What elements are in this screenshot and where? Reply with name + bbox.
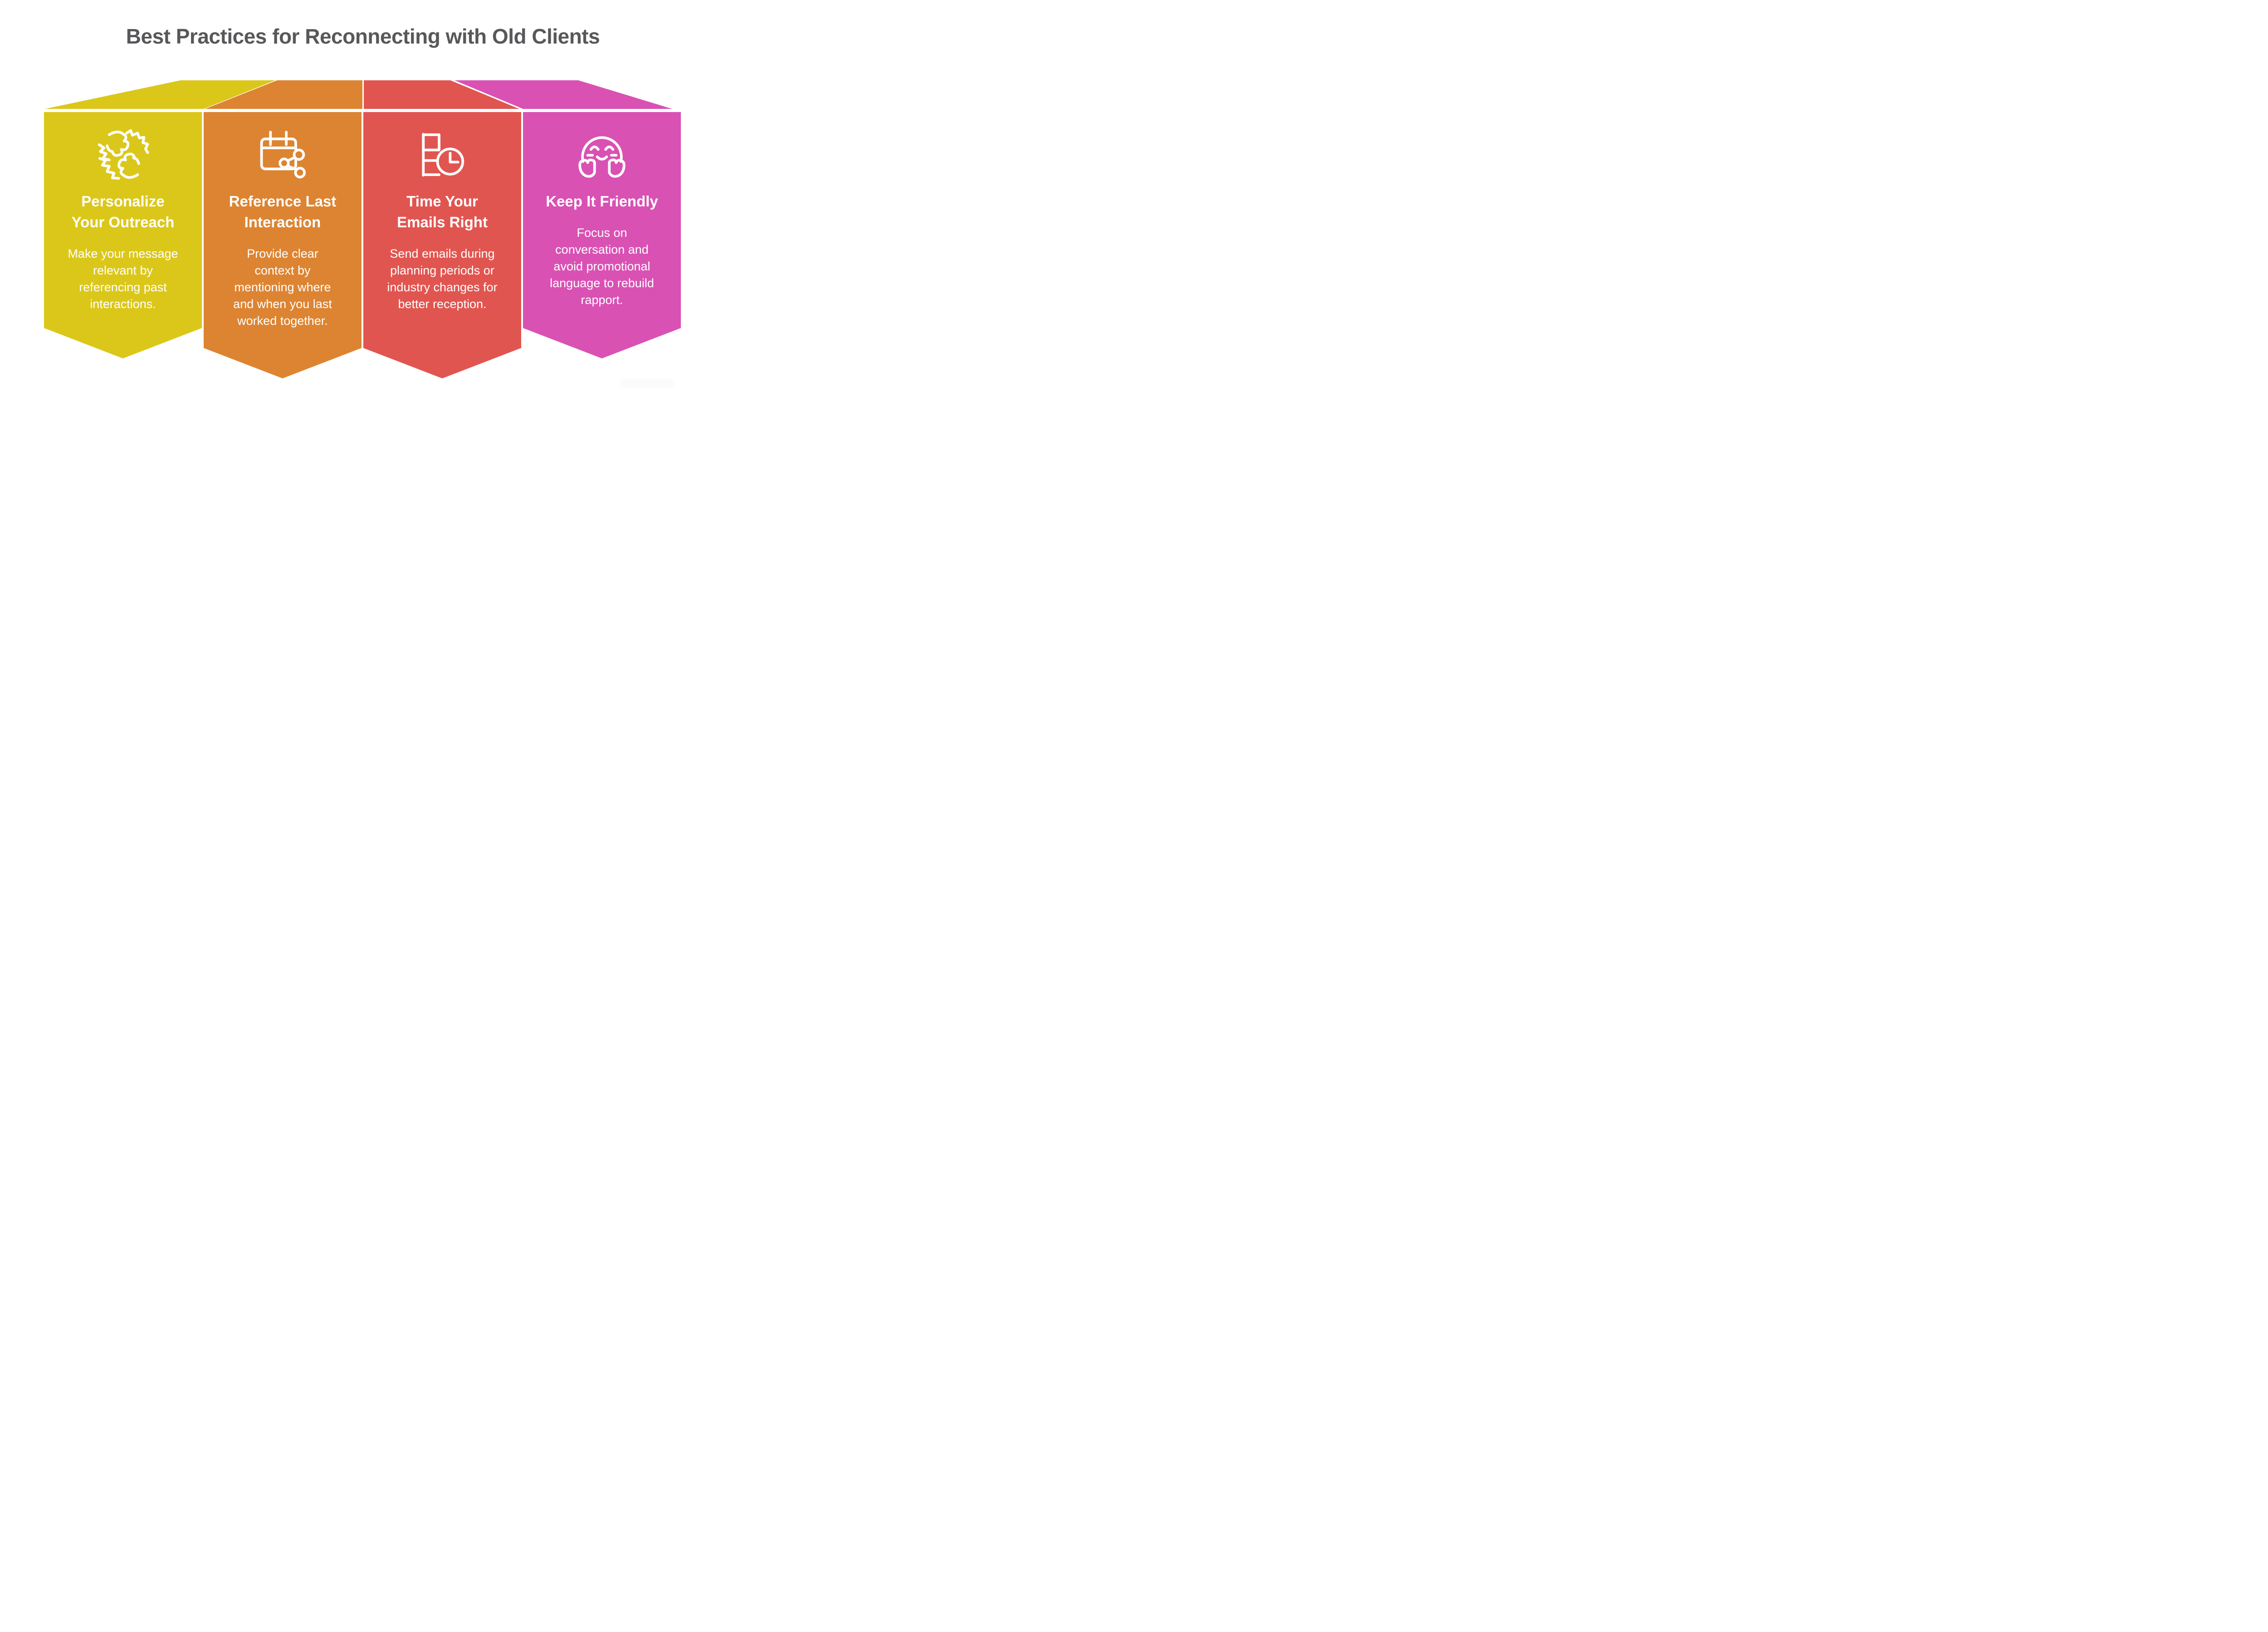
banner-body-line: worked together.	[237, 314, 328, 328]
banner-body-line: Send emails during	[390, 247, 495, 260]
banner-body-line: conversation and	[555, 243, 649, 256]
banner-body-line: referencing past	[79, 280, 167, 294]
banner-body-line: Provide clear	[247, 247, 318, 260]
hug-face-icon	[578, 136, 626, 178]
banner-title-line: Interaction	[244, 214, 321, 230]
banner-body-line: industry changes for	[387, 280, 498, 294]
watermark	[621, 379, 674, 388]
banner-body-line: rapport.	[581, 293, 623, 307]
banner-body: Provide clear context by mentioning wher…	[204, 245, 362, 329]
banner-body-line: mentioning where	[234, 280, 331, 294]
tasks-clock-icon	[422, 132, 464, 177]
banner-body-line: interactions.	[90, 297, 156, 311]
banner-body-line: relevant by	[93, 264, 153, 277]
banner-body-line: context by	[254, 264, 311, 277]
banner-time-your-emails-right: Time Your Emails Right Send emails durin…	[363, 112, 521, 378]
high-five-hands-icon	[98, 129, 149, 180]
banner-title-line: Time Your	[406, 193, 478, 210]
infographic-canvas: Best Practices for Reconnecting with Old…	[0, 0, 726, 408]
banner-title-line: Your Outreach	[71, 214, 175, 230]
ribbon-folds	[44, 80, 681, 109]
banner-keep-it-friendly: Keep It Friendly Focus on conversation a…	[523, 112, 681, 358]
banner-body: Focus on conversation and avoid promotio…	[523, 225, 681, 309]
banner-body: Send emails during planning periods or i…	[363, 245, 521, 313]
page-title: Best Practices for Reconnecting with Old…	[126, 25, 600, 48]
banner-personalize-your-outreach: Personalize Your Outreach Make your mess…	[44, 112, 202, 358]
banner-title-line: Personalize	[81, 193, 165, 210]
banner-title-line: Reference Last	[229, 193, 337, 210]
banner-title-line: Keep It Friendly	[546, 193, 658, 210]
banner-body-line: Focus on	[577, 226, 627, 240]
calendar-share-icon	[260, 131, 306, 179]
banner-body-line: planning periods or	[390, 264, 494, 277]
banner-body-line: better reception.	[398, 297, 487, 311]
banner-body-line: Make your message	[68, 247, 178, 260]
banner-title: Time Your Emails Right	[363, 191, 521, 233]
banner-body: Make your message relevant by referencin…	[44, 245, 202, 313]
banner-title-line: Emails Right	[397, 214, 488, 230]
banner-title: Reference Last Interaction	[204, 191, 362, 233]
banner-body-line: avoid promotional	[553, 260, 650, 273]
banner-body-line: and when you last	[233, 297, 332, 311]
banner-body-line: language to rebuild	[550, 276, 654, 290]
banner-title: Keep It Friendly	[523, 191, 681, 212]
banner-title: Personalize Your Outreach	[44, 191, 202, 233]
banner-reference-last-interaction: Reference Last Interaction Provide clear…	[204, 112, 362, 378]
